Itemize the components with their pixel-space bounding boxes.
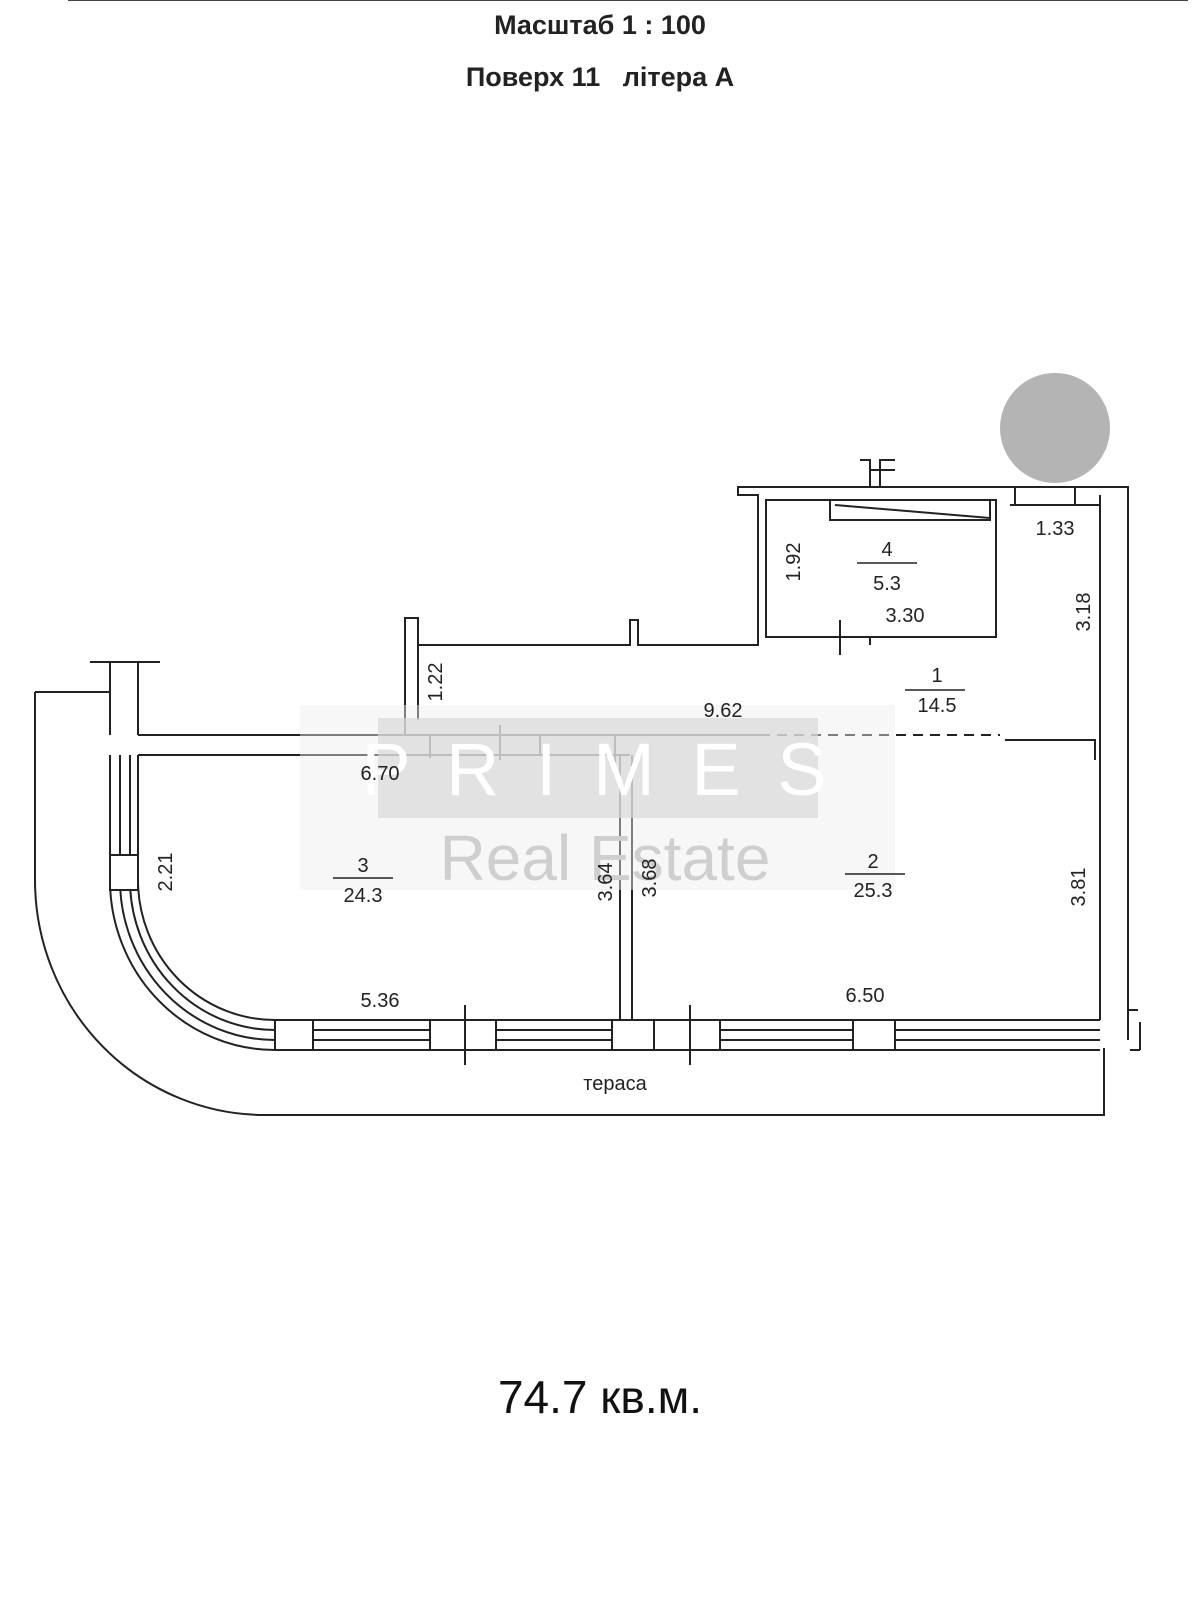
dim-3-30: 3.30	[886, 605, 925, 627]
room2-right-corner	[1005, 739, 1096, 760]
total-area: 74.7 кв.м.	[497, 1371, 703, 1423]
grey-circle-marker	[1000, 373, 1110, 483]
room2-area: 25.3	[854, 880, 893, 902]
column-3	[611, 1019, 655, 1051]
room1-outer	[404, 486, 1129, 1040]
walls	[34, 459, 1141, 1116]
wall-above-room3	[138, 734, 380, 756]
watermark-line1: P R I M E S	[361, 728, 834, 811]
dim-5-36: 5.36	[361, 990, 400, 1012]
right-ticks	[1128, 1009, 1141, 1051]
room4-area: 5.3	[873, 573, 901, 595]
room4-number: 4	[881, 539, 892, 561]
terrace-outline	[34, 691, 1105, 1116]
dim-3-18: 3.18	[1073, 593, 1095, 632]
dim-3-64: 3.64	[595, 863, 617, 902]
room2-number: 2	[867, 851, 878, 873]
dim-1-33: 1.33	[1036, 518, 1075, 540]
watermark-line2: Real Estate	[440, 822, 771, 894]
curved-glazing-4	[137, 755, 276, 1021]
curved-glazing-1	[109, 755, 276, 1051]
dimension-labels: 1.33 1.92 3.30 3.18 1.22 9.62 6.70 2.21 …	[155, 518, 1095, 1095]
watermark: P R I M E S Real Estate	[300, 705, 895, 894]
dim-6-50: 6.50	[846, 985, 885, 1007]
floor-label: Поверх 11 літера А	[465, 62, 735, 92]
bottom-ticks	[464, 1005, 691, 1065]
dim-9-62: 9.62	[704, 700, 743, 722]
room3-area: 24.3	[344, 885, 383, 907]
dim-2-21: 2.21	[155, 853, 177, 892]
dim-3-68: 3.68	[639, 859, 661, 898]
room4-shelf	[829, 499, 991, 521]
column-left	[109, 854, 139, 891]
column-1	[274, 1019, 314, 1051]
terrace-label: тераса	[583, 1073, 647, 1095]
curved-glazing-3	[129, 755, 276, 1031]
curved-glazing-2	[119, 755, 276, 1041]
room1-number: 1	[931, 665, 942, 687]
room3-number: 3	[357, 855, 368, 877]
column-4	[653, 1019, 721, 1051]
left-wall-top	[90, 661, 160, 735]
vent-stub	[860, 459, 895, 487]
watermark-box	[378, 718, 818, 818]
dim-6-70: 6.70	[361, 763, 400, 785]
room4-bottom	[773, 620, 990, 655]
dim-1-22: 1.22	[425, 663, 447, 702]
dim-3-81: 3.81	[1068, 868, 1090, 907]
scale-label: Масштаб 1 : 100	[494, 10, 706, 40]
top-border-line	[68, 0, 1188, 1]
dim-1-92: 1.92	[783, 543, 805, 582]
right-window	[1010, 487, 1100, 506]
room-labels: 1 14.5 2 25.3 3 24.3 4 5.3	[333, 539, 965, 907]
column-2	[429, 1019, 497, 1051]
column-5	[852, 1019, 896, 1051]
room1-area: 14.5	[918, 695, 957, 717]
